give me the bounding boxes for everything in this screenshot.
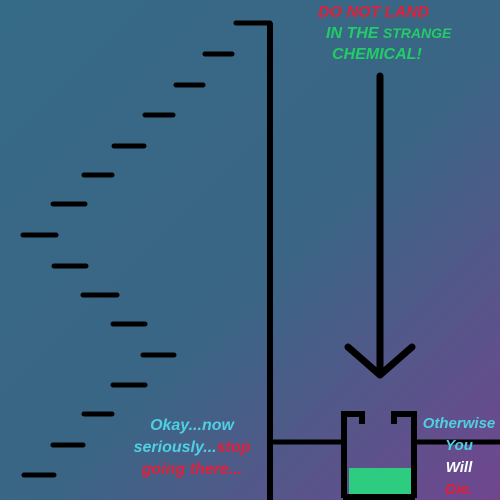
platform-stairs	[20, 20, 273, 478]
otherwise-word: Otherwise	[422, 415, 496, 432]
strange-chemical	[349, 468, 411, 496]
otherwise-message: Otherwise You Will Die.	[414, 413, 500, 501]
warning-line-2: IN THE STRANGE	[326, 25, 452, 42]
die-word: Die.	[445, 481, 473, 498]
okay-message: Okay...now seriously...stop going there.…	[122, 415, 262, 481]
will-word: Will	[445, 459, 473, 476]
warning-line-1: DO NOT LAND	[318, 4, 430, 21]
warning-line-3: CHEMICAL!	[332, 46, 422, 63]
chemical-container-icon	[341, 411, 417, 500]
down-arrow-icon	[344, 72, 416, 379]
okay-message-part2: stop going there...	[141, 439, 251, 478]
okay-message-part1: Okay...now seriously...	[133, 417, 234, 456]
you-word: You	[445, 437, 473, 454]
